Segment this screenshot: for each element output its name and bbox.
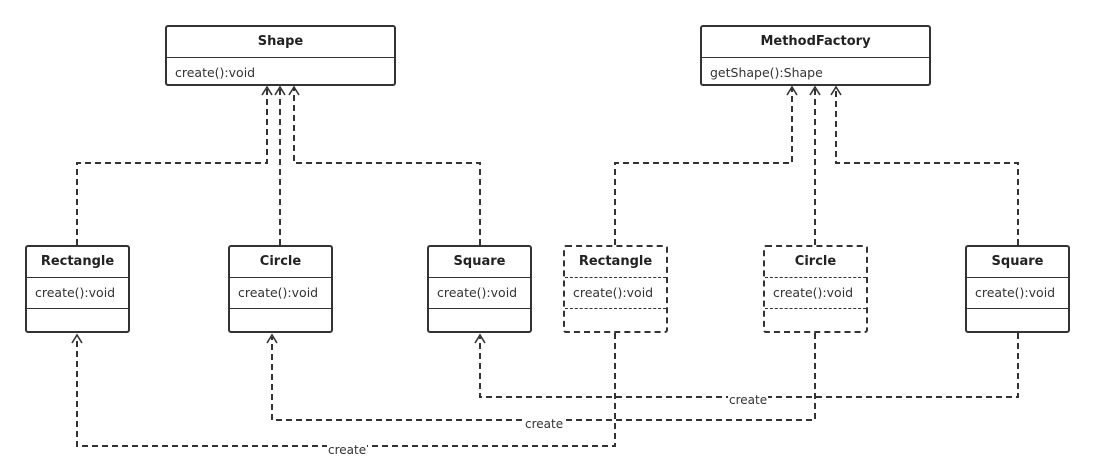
create-label-square: create <box>728 393 769 407</box>
circle-factory-class[interactable]: Circle create():void <box>763 245 868 333</box>
class-name: Square <box>967 247 1068 278</box>
circle-class[interactable]: Circle create():void <box>228 245 333 333</box>
arrowhead-up <box>474 333 486 344</box>
class-operation: create():void <box>765 278 866 309</box>
square-class[interactable]: Square create():void <box>427 245 532 333</box>
class-operation: create():void <box>230 278 331 309</box>
class-name: Circle <box>765 247 866 278</box>
class-empty-compartment <box>27 309 128 331</box>
realization-line-square-shape <box>293 88 481 245</box>
arrowhead-up <box>786 85 798 96</box>
arrowhead-up <box>274 85 286 96</box>
create-label-circle: create <box>524 417 565 431</box>
class-operation: create():void <box>429 278 530 309</box>
realization-line-rectangle-factory <box>614 88 793 245</box>
shape-interface[interactable]: Shape create():void <box>165 25 396 86</box>
arrowhead-up <box>266 333 278 344</box>
class-name: MethodFactory <box>702 27 929 58</box>
class-empty-compartment <box>230 309 331 331</box>
create-line-square <box>479 333 1019 398</box>
realization-line-rectangle-shape <box>76 88 268 245</box>
class-operation: getShape():Shape <box>710 65 823 80</box>
rectangle-factory-class[interactable]: Rectangle create():void <box>563 245 668 333</box>
class-operation: create():void <box>967 278 1068 309</box>
arrowhead-up <box>288 85 300 96</box>
arrowhead-up <box>261 85 273 96</box>
method-factory-interface[interactable]: MethodFactory getShape():Shape <box>700 25 931 86</box>
class-operation: create():void <box>565 278 666 309</box>
create-line-circle <box>271 333 816 421</box>
class-name: Rectangle <box>565 247 666 278</box>
square-factory-class[interactable]: Square create():void <box>965 245 1070 333</box>
class-name: Rectangle <box>27 247 128 278</box>
create-label-rectangle: create <box>327 443 368 457</box>
rectangle-class[interactable]: Rectangle create():void <box>25 245 130 333</box>
class-empty-compartment <box>765 309 866 331</box>
class-operation: create():void <box>27 278 128 309</box>
class-name: Square <box>429 247 530 278</box>
arrowhead-up <box>71 333 83 344</box>
class-empty-compartment <box>429 309 530 331</box>
arrowhead-up <box>830 85 842 96</box>
realization-line-square-factory <box>835 88 1019 245</box>
arrowhead-up <box>809 85 821 96</box>
class-name: Circle <box>230 247 331 278</box>
class-operation: create():void <box>175 65 256 80</box>
class-name: Shape <box>167 27 394 58</box>
class-empty-compartment <box>565 309 666 331</box>
class-empty-compartment <box>967 309 1068 331</box>
